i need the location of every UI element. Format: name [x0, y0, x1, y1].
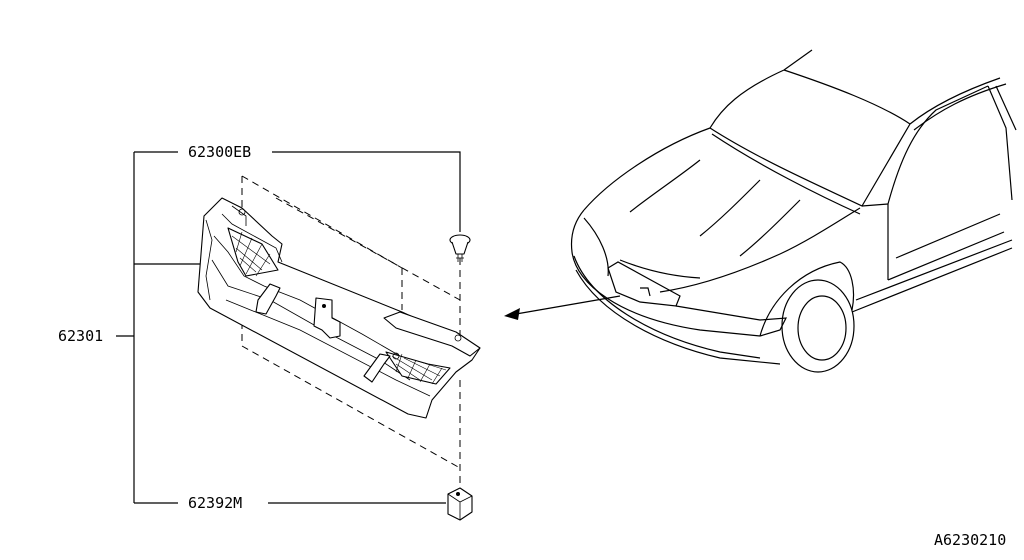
grille-part	[197, 197, 481, 419]
clip-part	[449, 234, 471, 262]
callout-62300eb: 62300EB	[188, 143, 252, 161]
callout-62392m: 62392M	[188, 494, 243, 512]
figure-code: A6230210	[934, 531, 1007, 549]
car-illustration	[570, 49, 1017, 373]
direction-arrow	[504, 295, 621, 320]
callout-62301: 62301	[58, 327, 104, 345]
bracket-part	[447, 487, 473, 521]
leader-lines	[116, 151, 461, 504]
alignment-dashes	[241, 175, 461, 490]
